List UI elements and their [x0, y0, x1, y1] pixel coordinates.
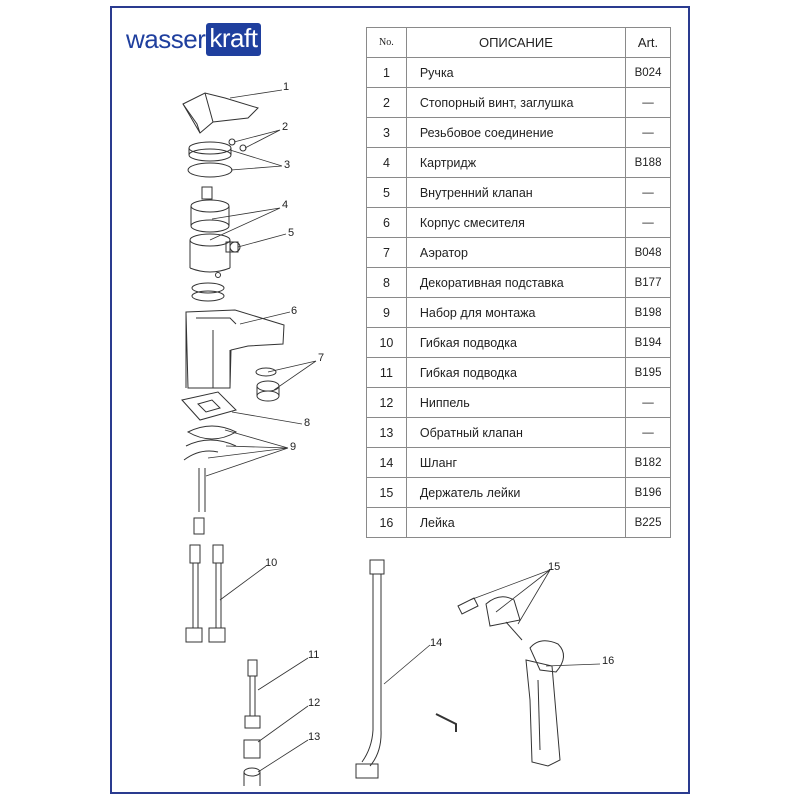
callout-16: 16 — [602, 655, 614, 667]
part-handle — [182, 92, 259, 134]
row-number: 1 — [366, 57, 407, 88]
part-inner-valve — [225, 241, 241, 253]
callout-15: 15 — [548, 561, 560, 573]
row-number: 2 — [366, 87, 407, 118]
row-description: Картридж — [405, 147, 627, 178]
row-art: B048 — [625, 237, 671, 268]
callout-11: 11 — [308, 649, 319, 661]
part-shower-holder — [457, 596, 523, 641]
row-description: Гибкая подводка — [405, 327, 627, 358]
part-nipple-check-valve — [243, 739, 261, 786]
row-art: B177 — [625, 267, 671, 298]
header-description: ОПИСАНИЕ — [405, 27, 627, 58]
row-art: — — [625, 417, 671, 448]
row-number: 10 — [366, 327, 407, 358]
row-art: B188 — [625, 147, 671, 178]
callout-3: 3 — [284, 159, 290, 171]
row-description: Держатель лейки — [405, 477, 627, 508]
logo-text-wasser: wasser — [126, 23, 206, 54]
part-decorative-plate — [181, 391, 237, 421]
row-description: Гибкая подводка — [405, 357, 627, 388]
part-shower-hose — [355, 559, 385, 779]
callout-5: 5 — [288, 227, 294, 239]
callout-1: 1 — [283, 81, 289, 93]
row-number: 12 — [366, 387, 407, 418]
callout-8: 8 — [304, 417, 310, 429]
row-art: — — [625, 177, 671, 208]
callout-7: 7 — [318, 352, 324, 364]
callout-12: 12 — [308, 697, 320, 709]
part-shower-head — [525, 640, 564, 767]
callout-2: 2 — [282, 121, 288, 133]
part-hex-key — [435, 713, 457, 732]
part-flexible-hose-short — [244, 659, 261, 729]
row-description: Внутренний клапан — [405, 177, 627, 208]
row-description: Стопорный винт, заглушка — [405, 87, 627, 118]
row-description: Набор для монтажа — [405, 297, 627, 328]
callout-6: 6 — [291, 305, 297, 317]
part-cartridge — [189, 186, 231, 273]
callout-4: 4 — [282, 199, 288, 211]
callout-10: 10 — [265, 557, 277, 569]
row-art: B196 — [625, 477, 671, 508]
callout-13: 13 — [308, 731, 320, 743]
row-art: — — [625, 87, 671, 118]
row-number: 6 — [366, 207, 407, 238]
row-description: Обратный клапан — [405, 417, 627, 448]
row-number: 8 — [366, 267, 407, 298]
row-art: — — [625, 207, 671, 238]
part-flexible-hoses — [185, 544, 226, 643]
part-mounting-set — [183, 425, 238, 535]
logo-text-kraft: kraft — [206, 22, 262, 56]
part-faucet-body — [185, 309, 285, 389]
row-art: B225 — [625, 507, 671, 538]
row-description: Лейка — [405, 507, 627, 538]
row-description: Декоративная подставка — [405, 267, 627, 298]
part-threaded-connection — [187, 141, 233, 178]
row-number: 4 — [366, 147, 407, 178]
row-description: Аэратор — [405, 237, 627, 268]
page-frame — [110, 6, 690, 794]
callout-9: 9 — [290, 441, 296, 453]
part-aerator — [255, 367, 280, 402]
part-o-rings — [191, 272, 225, 302]
row-art: B024 — [625, 57, 671, 88]
callout-14: 14 — [430, 637, 442, 649]
row-art: B198 — [625, 297, 671, 328]
row-art: — — [625, 117, 671, 148]
leader-lines — [205, 89, 601, 773]
row-description: Резьбовое соединение — [405, 117, 627, 148]
row-number: 14 — [366, 447, 407, 478]
